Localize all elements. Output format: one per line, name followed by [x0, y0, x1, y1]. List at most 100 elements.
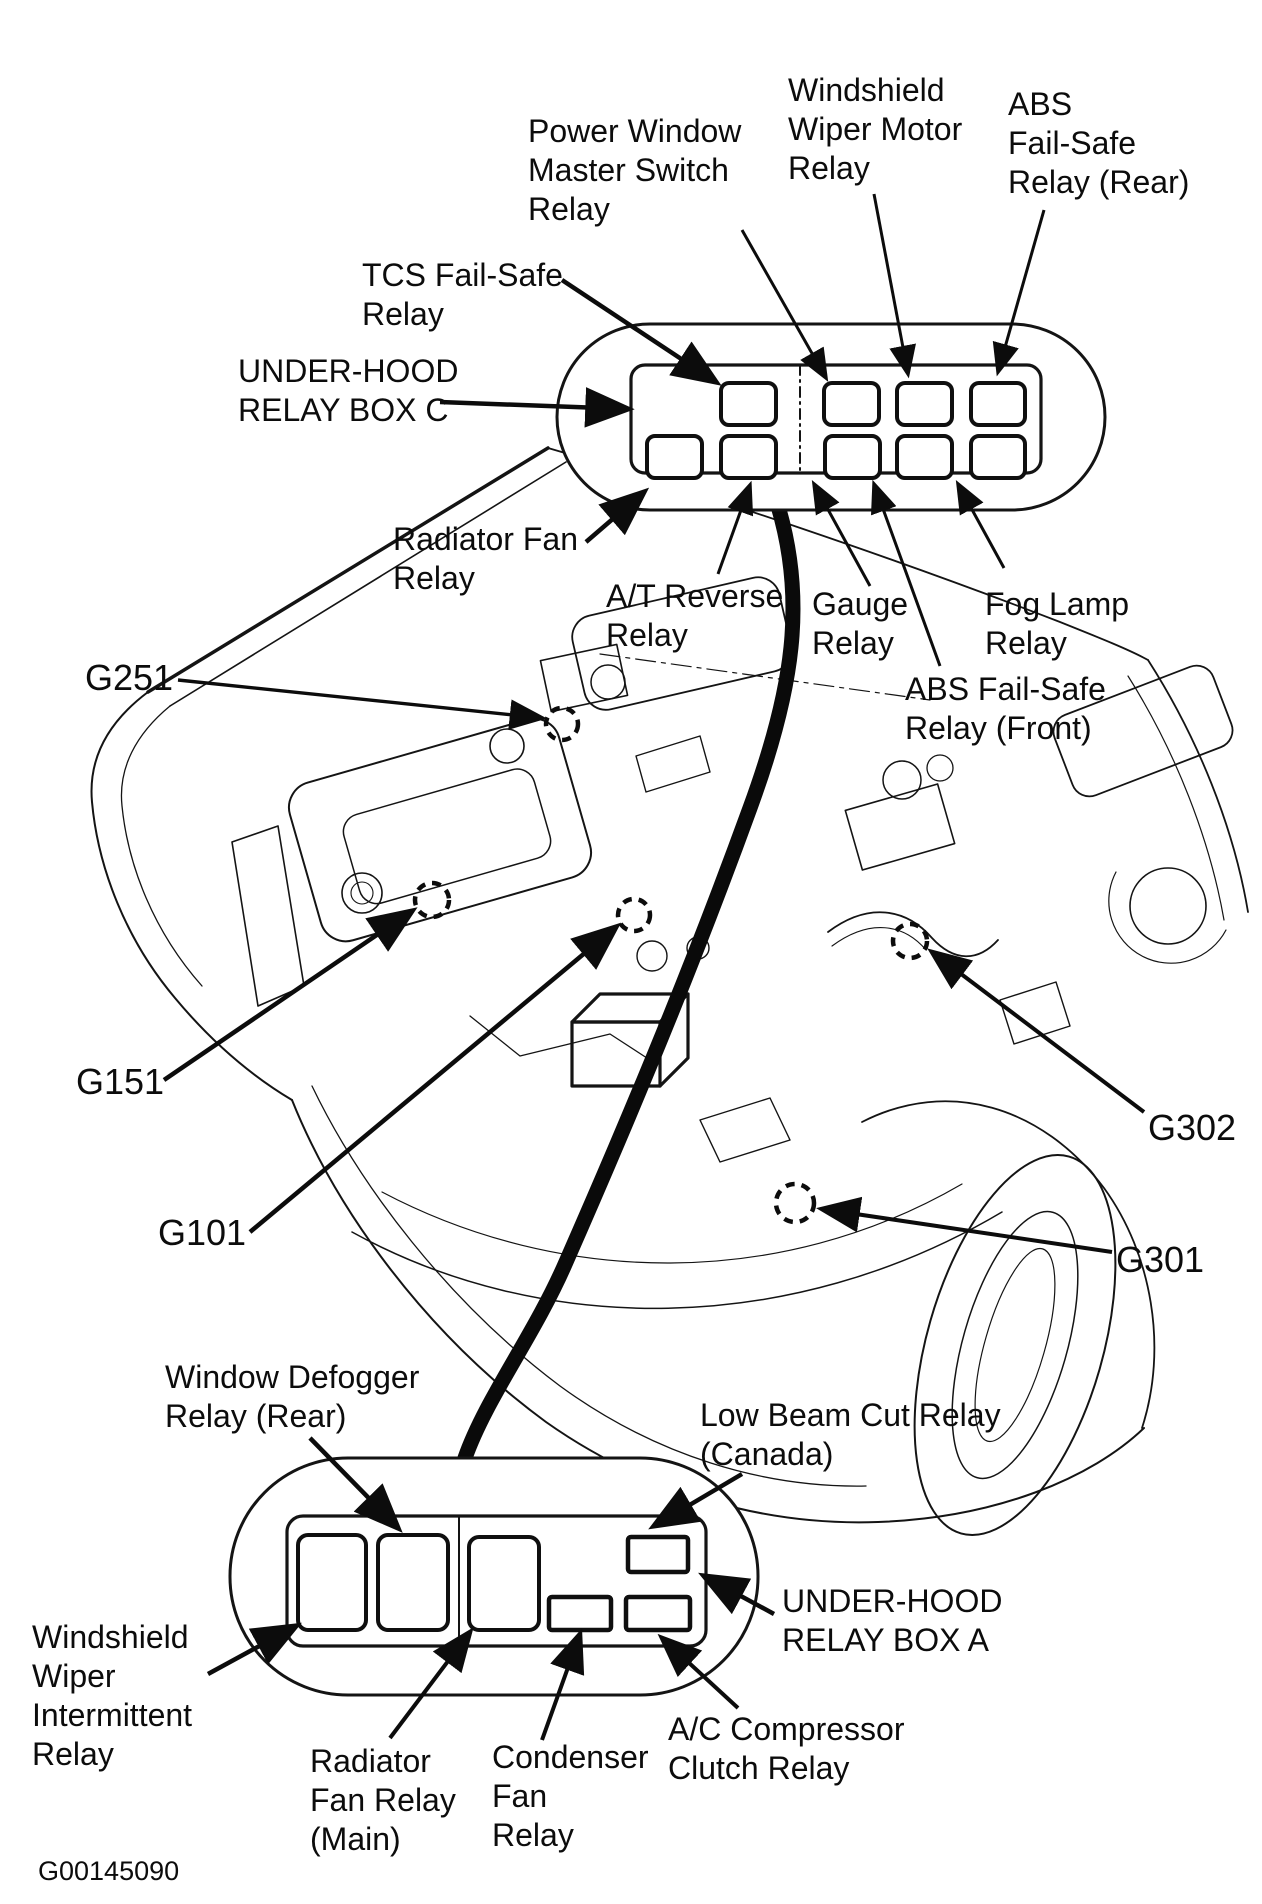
- leader-abs-rear: [992, 209, 1046, 377]
- leader-g251: [177, 678, 548, 730]
- relay-box-a: [228, 1456, 760, 1697]
- leader-wiper-motor: [872, 193, 916, 379]
- pulley-large: [636, 940, 668, 972]
- slot-power-window-master-switch-relay: [822, 381, 881, 427]
- harness-zigzag: [469, 1015, 651, 1061]
- left-fender-outline: [90, 691, 293, 1101]
- label-g101: G101: [158, 1212, 246, 1253]
- label-ac-compressor-clutch-relay: A/C Compressor Clutch Relay: [668, 1711, 913, 1786]
- leader-wiper-intermittent: [206, 1622, 302, 1676]
- leader-fog-lamp: [955, 480, 1006, 569]
- relay-box-c: [555, 322, 1107, 512]
- slot-window-defogger-relay-rear: [376, 1533, 450, 1632]
- slot-windshield-wiper-intermittent-relay: [296, 1533, 368, 1632]
- label-radiator-fan-relay-main: Radiator Fan Relay (Main): [310, 1743, 465, 1857]
- label-windshield-wiper-intermittent-relay: Windshield Wiper Intermittent Relay: [32, 1619, 201, 1772]
- slot-radiator-fan-relay: [645, 434, 704, 480]
- leader-radiator-fan: [584, 487, 650, 544]
- slot-at-reverse-relay: [719, 434, 778, 480]
- label-fog-lamp-relay: Fog Lamp Relay: [985, 586, 1138, 661]
- leader-underhood-a: [698, 1572, 776, 1616]
- ground-points: [412, 705, 930, 1225]
- leader-window-defogger: [308, 1436, 403, 1533]
- label-gauge-relay: Gauge Relay: [812, 586, 917, 661]
- brake-reservoir-cap: [926, 754, 954, 782]
- leader-radiator-main: [388, 1627, 474, 1740]
- leader-condenser: [540, 1628, 585, 1741]
- cowl-block: [539, 643, 629, 713]
- label-at-reverse-relay: A/T Reverse Relay: [606, 578, 792, 653]
- right-fender-line: [1147, 659, 1249, 913]
- front-wheel: [913, 1154, 1117, 1536]
- slot-abs-fail-safe-relay-front: [895, 434, 954, 480]
- wheel-arch: [861, 1100, 1156, 1429]
- slot-low-beam-cut-relay-canada: [625, 1534, 691, 1575]
- mount-plate: [699, 1097, 791, 1163]
- leader-ac-compressor: [657, 1633, 740, 1710]
- tire-outline: [913, 1154, 1117, 1536]
- strut-cap-left: [341, 872, 383, 914]
- center-dash-line: [599, 653, 931, 701]
- right-strut-arc: [1108, 871, 1227, 964]
- harness-cable: [457, 498, 801, 1466]
- intake-box: [571, 576, 793, 711]
- label-tcs-fail-safe-relay: TCS Fail-Safe Relay: [362, 257, 572, 332]
- label-power-window-master-switch-relay: Power Window Master Switch Relay: [528, 113, 750, 227]
- slot-radiator-fan-relay-main: [467, 1535, 541, 1632]
- reservoir-right: [844, 783, 956, 871]
- valve-cover-outline: [287, 717, 593, 943]
- leader-g151: [162, 907, 418, 1082]
- label-window-defogger-relay-rear: Window Defogger Relay (Rear): [165, 1359, 428, 1434]
- label-g301: G301: [1116, 1239, 1204, 1280]
- valve-cover: [287, 717, 593, 943]
- leader-arrows: [162, 193, 1146, 1741]
- label-abs-fail-safe-relay-front: ABS Fail-Safe Relay (Front): [905, 671, 1115, 746]
- right-panel: [1052, 664, 1234, 798]
- right-fender-line-inner: [1127, 675, 1225, 921]
- slot-condenser-fan-relay: [546, 1594, 614, 1633]
- slot-windshield-wiper-motor-relay: [895, 381, 954, 427]
- label-abs-fail-safe-relay-rear: ABS Fail-Safe Relay (Rear): [1008, 86, 1189, 200]
- leader-g302: [927, 948, 1146, 1114]
- slot-gauge-relay: [823, 434, 882, 480]
- leader-abs-front: [871, 479, 942, 667]
- label-under-hood-relay-box-a: UNDER-HOOD RELAY BOX A: [782, 1583, 1011, 1658]
- cowl-cylinder: [590, 664, 626, 700]
- engine-bay-illustration: [90, 446, 1249, 1536]
- ground-circle-g302: [890, 921, 930, 961]
- figure-code: G00145090: [38, 1856, 179, 1886]
- rim-center: [974, 1247, 1056, 1443]
- ground-circle-g101: [615, 896, 653, 934]
- slot-ac-compressor-clutch-relay: [623, 1594, 693, 1633]
- leader-gauge: [811, 480, 872, 587]
- label-radiator-fan-relay: Radiator Fan Relay: [393, 521, 587, 596]
- rim-outline: [951, 1210, 1079, 1480]
- label-condenser-fan-relay: Condenser Fan Relay: [492, 1739, 657, 1853]
- engine-mount-right: [999, 981, 1071, 1045]
- brake-reservoir: [882, 760, 922, 800]
- bracket-plate: [635, 735, 711, 793]
- radiator-support-edge: [381, 1183, 963, 1264]
- left-fender-inner: [120, 705, 203, 987]
- slot-fog-lamp-relay: [969, 434, 1027, 480]
- right-strut-mount: [1129, 867, 1207, 945]
- bumper-inner-line: [311, 1085, 867, 1487]
- leader-power-window: [740, 229, 829, 382]
- label-g251: G251: [85, 657, 173, 698]
- reservoir-cap: [489, 728, 525, 764]
- valve-cover-inner: [342, 768, 552, 905]
- bumper-top-edge: [351, 1211, 1003, 1310]
- bay-relay-side: [658, 992, 690, 1088]
- leader-g101: [248, 922, 622, 1234]
- hose-curve: [827, 911, 999, 958]
- strut-cap-left-inner: [350, 881, 374, 905]
- label-low-beam-cut-relay-canada: Low Beam Cut Relay (Canada): [700, 1397, 1009, 1472]
- ground-circle-g301: [773, 1181, 817, 1225]
- hose-curve-inner: [831, 927, 927, 951]
- windshield-edge-inner: [169, 461, 567, 707]
- ground-circle-g151: [412, 880, 452, 920]
- leader-g301: [816, 1196, 1113, 1254]
- label-g302: G302: [1148, 1107, 1236, 1148]
